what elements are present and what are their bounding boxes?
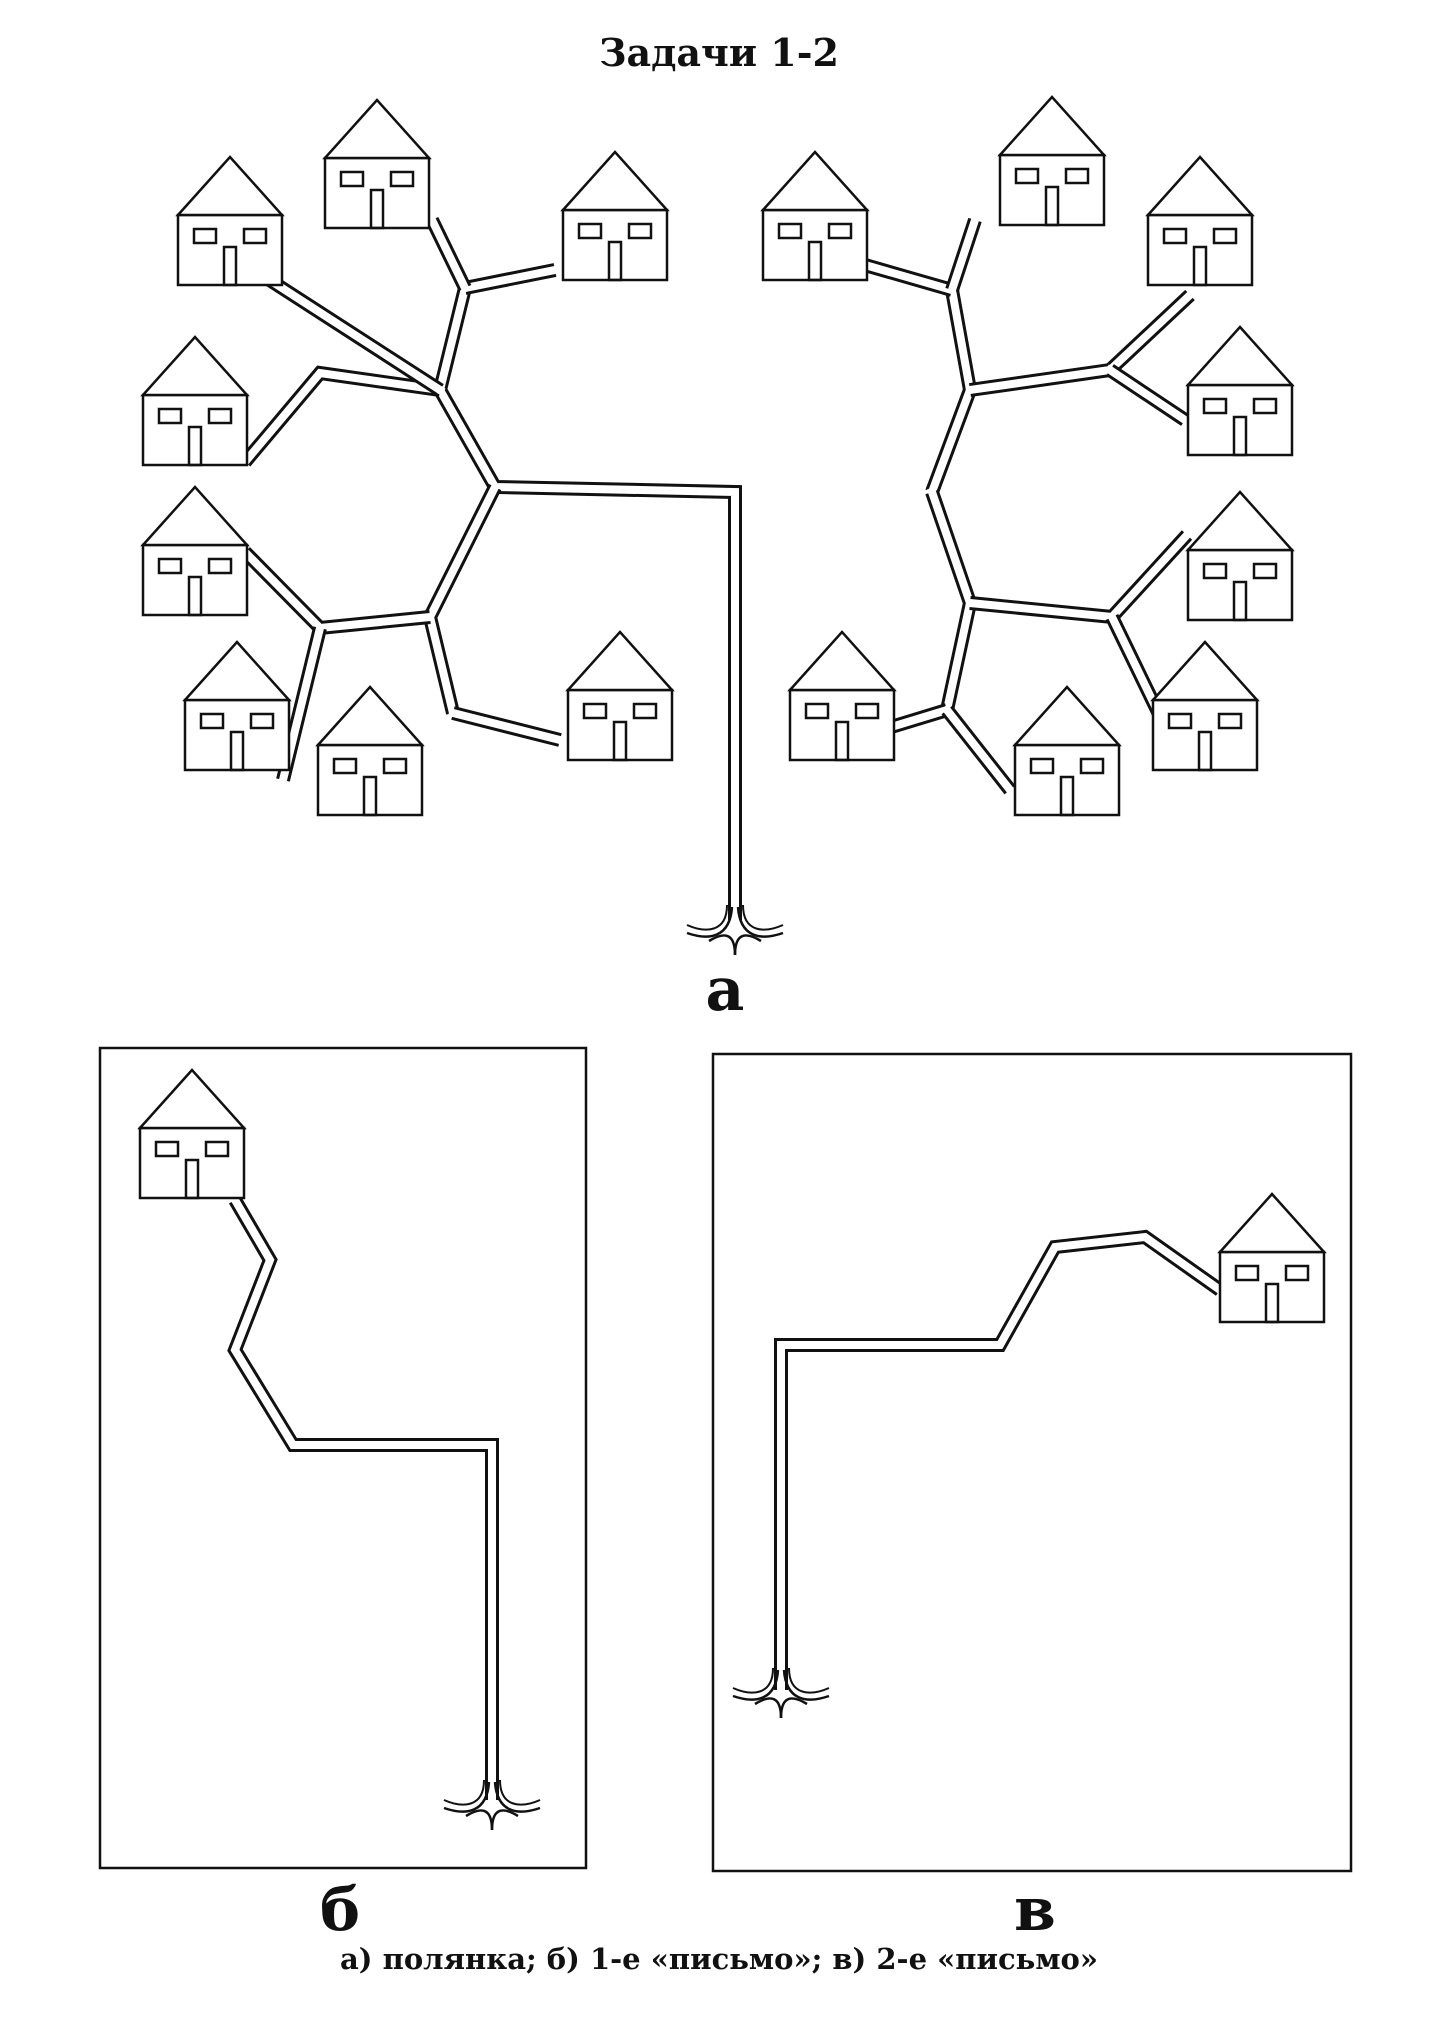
panel-b-label: б bbox=[319, 1875, 361, 1945]
house-icon bbox=[760, 150, 870, 282]
road-segment bbox=[925, 486, 978, 715]
house-icon bbox=[997, 95, 1107, 227]
road-segment bbox=[945, 214, 982, 296]
arrow-fork-icon bbox=[732, 1667, 830, 1719]
road-segment bbox=[259, 271, 446, 396]
house-icon bbox=[322, 98, 432, 230]
house-icon bbox=[140, 335, 250, 467]
page-title: Задачи 1-2 bbox=[599, 30, 839, 75]
road-segment bbox=[425, 214, 472, 294]
house-icon bbox=[1145, 155, 1255, 287]
panel-v-houses bbox=[1217, 1192, 1327, 1324]
road-segment bbox=[239, 546, 435, 636]
panel-v-frame bbox=[711, 1052, 1353, 1873]
house-icon bbox=[1012, 685, 1122, 817]
panel-b-roads bbox=[227, 1194, 541, 1831]
figure-caption: а) полянка; б) 1-е «письмо»; в) 2-е «пис… bbox=[340, 1942, 1098, 1976]
arrow-fork-icon bbox=[686, 904, 784, 956]
house-icon bbox=[140, 485, 250, 617]
road-segment bbox=[1105, 611, 1165, 718]
road-segment bbox=[239, 365, 445, 468]
panel-v-roads bbox=[732, 1229, 1226, 1719]
road-segment bbox=[432, 283, 742, 924]
panel-b-houses bbox=[137, 1068, 247, 1200]
panel-a-label: а bbox=[705, 955, 745, 1025]
road-segment bbox=[422, 481, 502, 718]
house-icon bbox=[182, 640, 292, 772]
road-segment bbox=[460, 263, 560, 295]
house-icon bbox=[315, 685, 425, 817]
panel-a-roads bbox=[239, 214, 1196, 956]
house-icon bbox=[1185, 325, 1295, 457]
road-segment bbox=[774, 1229, 1226, 1694]
road-segment bbox=[1104, 364, 1191, 426]
road-segment bbox=[448, 706, 565, 747]
panel-b-frame bbox=[98, 1046, 588, 1870]
arrow-fork-icon bbox=[443, 1779, 541, 1831]
road-segment bbox=[965, 529, 1193, 625]
house-icon bbox=[560, 150, 670, 282]
road-segment bbox=[227, 1194, 499, 1804]
road-segment bbox=[941, 704, 1016, 796]
road-segment bbox=[965, 289, 1196, 397]
house-icon bbox=[565, 630, 675, 762]
panel-a-houses bbox=[140, 95, 1295, 817]
house-icon bbox=[175, 155, 285, 287]
house-icon bbox=[787, 630, 897, 762]
road-segment bbox=[860, 258, 957, 297]
house-icon bbox=[137, 1068, 247, 1200]
panel-v-label: в bbox=[1014, 1875, 1056, 1945]
house-icon bbox=[1185, 490, 1295, 622]
house-icon bbox=[1150, 640, 1260, 772]
house-icon bbox=[1217, 1192, 1327, 1324]
road-segment bbox=[925, 285, 978, 498]
